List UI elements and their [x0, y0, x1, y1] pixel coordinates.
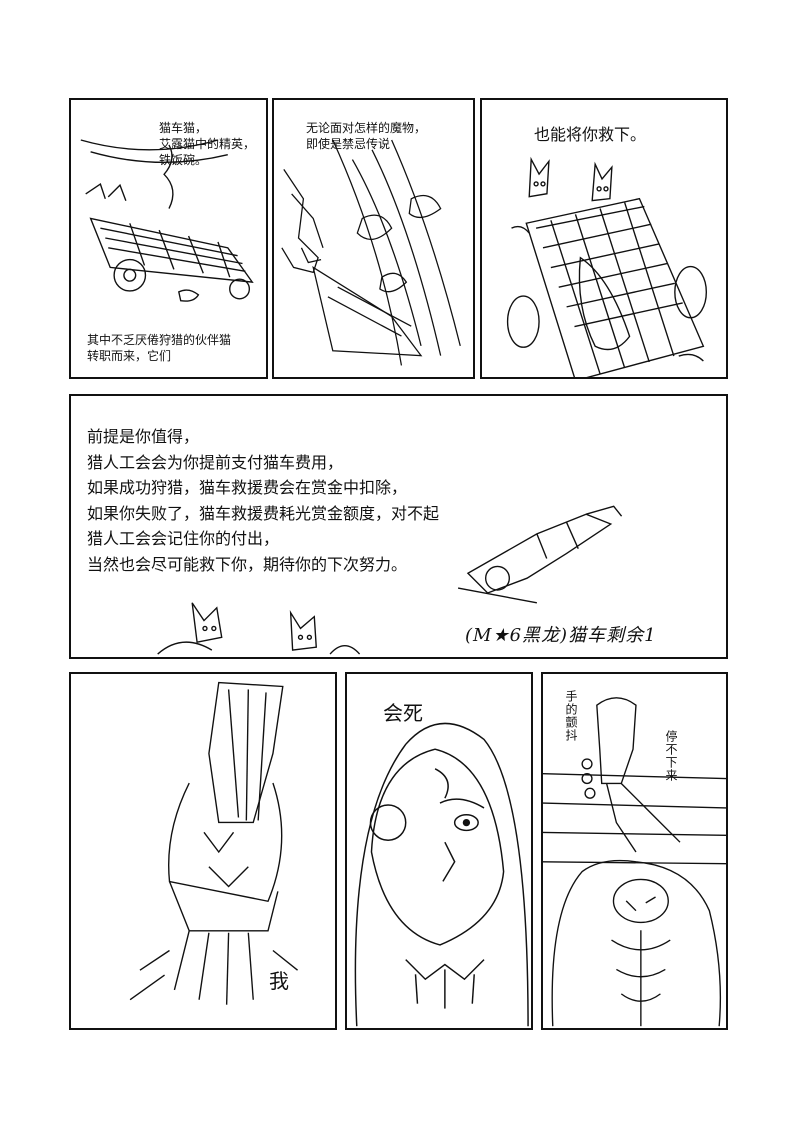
panel-trembling-hands: 手的颤抖 停不下来	[541, 672, 728, 1030]
panel-gauntlet: 我	[69, 672, 337, 1030]
panel-hooded-face: 会死	[345, 672, 533, 1030]
monster-illustration	[281, 139, 461, 366]
panel1-caption-top: 猫车猫， 艾露猫中的精英， 铁饭碗。	[159, 121, 256, 168]
panel5-caption: 我	[269, 969, 289, 993]
panel4-handwritten-note: (M★6黑龙)猫车剩余1	[465, 625, 657, 646]
panel-contract-text: 前提是你值得， 猎人工会会为你提前支付猫车费用， 如果成功狩猎，猫车救援费会在赏…	[69, 394, 728, 659]
cart-illustration	[80, 139, 254, 302]
panel-cart-cats: 猫车猫， 艾露猫中的精英， 铁饭碗。 其中不乏厌倦狩猎的伙伴猫 转职而来，它们	[69, 98, 268, 379]
panel4-main-text: 前提是你值得， 猎人工会会为你提前支付猫车费用， 如果成功狩猎，猫车救援费会在赏…	[87, 427, 440, 574]
panel-monster: 无论面对怎样的魔物， 即使是禁忌传说	[272, 98, 475, 379]
panel-rescue-cart: 也能将你救下。	[480, 98, 728, 379]
panel6-caption: 会死	[383, 701, 423, 725]
fallen-hunter-illustration	[157, 505, 623, 655]
panel7-caption-a: 手的颤抖	[564, 690, 578, 742]
panel2-caption: 无论面对怎样的魔物， 即使是禁忌传说	[306, 121, 427, 152]
muscular-figure-illustration	[543, 697, 726, 1027]
panel3-caption: 也能将你救下。	[534, 125, 647, 144]
gauntlet-illustration	[129, 681, 298, 1005]
panel7-caption-b: 停不下来	[664, 730, 678, 782]
rescue-cart-illustration	[506, 156, 708, 377]
panel1-caption-bottom: 其中不乏厌倦狩猎的伙伴猫 转职而来，它们	[87, 333, 232, 364]
hooded-face-illustration	[354, 722, 529, 1027]
